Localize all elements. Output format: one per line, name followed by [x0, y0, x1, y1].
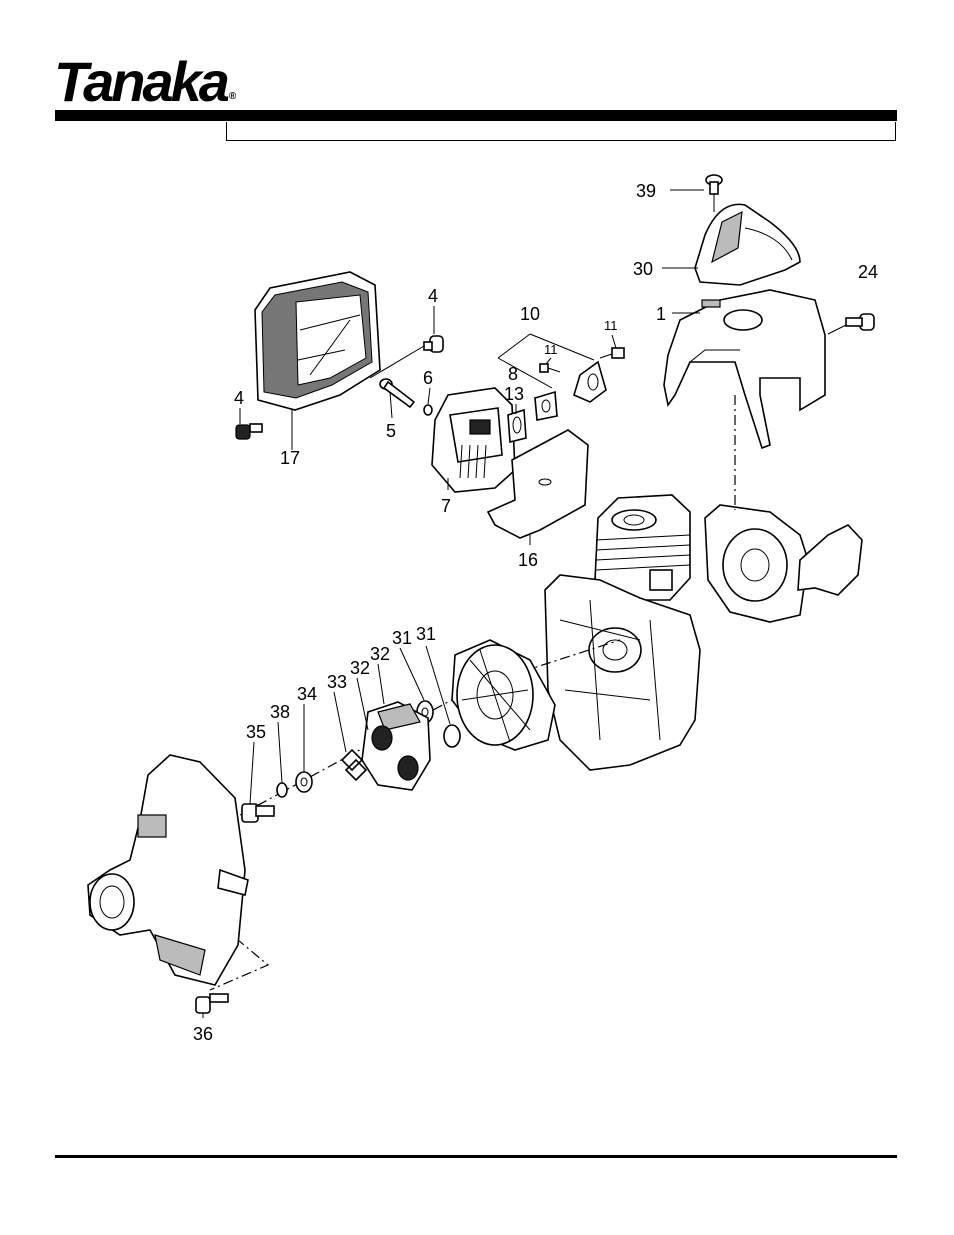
- callout-10: 10: [520, 304, 540, 324]
- part-5-long-bolt: [379, 378, 416, 409]
- callout-31-a: 31: [392, 628, 412, 648]
- callout-4-upper: 4: [428, 286, 438, 306]
- callout-8: 8: [508, 364, 518, 384]
- callout-39: 39: [636, 181, 656, 201]
- callout-33: 33: [327, 672, 347, 692]
- header-bar: [55, 110, 897, 121]
- callout-32-a: 32: [350, 658, 370, 678]
- fan-cover-housing: [87, 754, 249, 986]
- part-6-washer: [423, 404, 433, 416]
- leader-lines: [202, 306, 617, 1018]
- callout-labels: 39 30 24 1 4 4 10 11 11 8 6 13 5 17 7 16…: [193, 181, 878, 1044]
- part-1-cylinder-cover: [663, 289, 826, 450]
- part-10-bracket: [497, 333, 607, 403]
- callout-7: 7: [441, 496, 451, 516]
- callout-16: 16: [518, 550, 538, 570]
- part-13-gasket: [507, 408, 527, 444]
- callout-31-b: 31: [416, 624, 436, 644]
- part-33-spring: [340, 748, 368, 782]
- footer-rule: [55, 1155, 897, 1158]
- callout-30: 30: [633, 259, 653, 279]
- part-35-bolt: [241, 803, 275, 823]
- part-31-washer-b: [443, 724, 461, 748]
- part-30-top-cover: [662, 203, 801, 286]
- part-8-plate: [534, 390, 558, 421]
- part-11-screw-left: [539, 363, 561, 373]
- callout-34: 34: [297, 684, 317, 704]
- brand-logo: Tanaka®: [54, 50, 237, 113]
- recoil-starter: [704, 504, 863, 623]
- callout-11-right: 11: [604, 318, 618, 333]
- callout-11-left: 11: [544, 342, 558, 357]
- flywheel-fan: [451, 639, 556, 751]
- callout-35: 35: [246, 722, 266, 742]
- part-7-muffler: [431, 387, 516, 493]
- part-38-washer: [276, 782, 288, 798]
- engine-cylinder: [594, 494, 691, 601]
- callout-4-lower: 4: [234, 388, 244, 408]
- part-4-bolt-lower: [235, 423, 263, 440]
- part-34-washer: [295, 771, 313, 793]
- callout-32-b: 32: [370, 644, 390, 664]
- callout-6: 6: [423, 368, 433, 388]
- part-24-bolt: [827, 313, 875, 335]
- callout-5: 5: [386, 421, 396, 441]
- part-39-screw: [670, 174, 723, 212]
- part-36-bolt: [195, 993, 229, 1014]
- part-16-heat-shield: [486, 429, 589, 545]
- part-17-air-cleaner-case: [254, 271, 381, 450]
- part-32-clutch: [361, 701, 431, 791]
- title-box: [226, 122, 896, 141]
- callout-13: 13: [504, 384, 524, 404]
- callout-38: 38: [270, 702, 290, 722]
- part-4-bolt-upper: [369, 335, 444, 379]
- callout-36: 36: [193, 1024, 213, 1044]
- callout-24: 24: [858, 262, 878, 282]
- callout-17: 17: [280, 448, 300, 468]
- crankcase-housing: [544, 574, 701, 771]
- part-11-screw-right: [599, 347, 625, 359]
- callout-1: 1: [656, 304, 666, 324]
